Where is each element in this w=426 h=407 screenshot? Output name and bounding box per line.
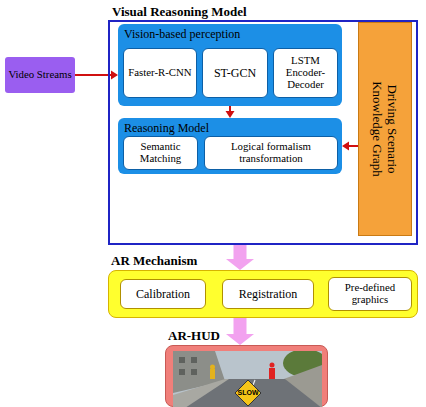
node-text: Calibration bbox=[134, 288, 192, 301]
stage-panel: AR MechanismCalibrationRegistrationPre-d… bbox=[108, 270, 418, 318]
process-box: Faster-R-CNN bbox=[123, 48, 197, 98]
heading-text: Reasoning Model bbox=[124, 121, 209, 135]
node-text: Semantic Matching bbox=[124, 141, 197, 165]
data-arrow bbox=[75, 71, 118, 80]
warning-sign bbox=[235, 380, 261, 406]
flow-arrow bbox=[226, 318, 254, 345]
data-arrow bbox=[342, 142, 358, 151]
window bbox=[191, 357, 197, 363]
node-text: Pre-defined graphics bbox=[329, 282, 411, 306]
window bbox=[179, 369, 185, 375]
window bbox=[179, 357, 185, 363]
heading-text: AR-HUD bbox=[168, 328, 220, 343]
node-text: ST-GCN bbox=[212, 67, 258, 80]
sidewalk bbox=[173, 379, 229, 407]
node-text: Registration bbox=[237, 288, 300, 301]
heading-text: Visual Reasoning Model bbox=[112, 4, 247, 19]
process-box: Logical formalism transformation bbox=[204, 136, 338, 170]
process-box: Pre-defined graphics bbox=[328, 277, 412, 311]
process-box: Calibration bbox=[120, 279, 206, 309]
road bbox=[173, 379, 322, 407]
node-text: Faster-R-CNN bbox=[126, 67, 193, 79]
knowledge-box: Driving Scenario Knowledge Graph bbox=[358, 22, 412, 236]
input-box: Video Streams bbox=[5, 57, 75, 93]
flow-arrow bbox=[226, 245, 254, 270]
pedestrian-head bbox=[270, 363, 275, 368]
pedestrian-body bbox=[269, 368, 275, 379]
group-band: Reasoning ModelSemantic Matching Logical … bbox=[118, 118, 342, 174]
heading-text: AR Mechanism bbox=[111, 253, 197, 268]
node-text: Logical formalism transformation bbox=[205, 141, 337, 165]
display-panel: AR-HUDSLOW bbox=[165, 345, 328, 407]
process-box: Semantic Matching bbox=[123, 136, 198, 170]
process-box: ST-GCN bbox=[202, 48, 268, 98]
node-text: Video Streams bbox=[5, 69, 74, 81]
data-arrow bbox=[226, 106, 235, 118]
highlighted-object bbox=[210, 365, 215, 370]
model-frame: Visual Reasoning ModelVision-based perce… bbox=[108, 20, 418, 245]
sign-text: SLOW bbox=[238, 389, 259, 397]
node-text: LSTM Encoder-Decoder bbox=[274, 55, 337, 90]
road-scene-photo bbox=[173, 351, 322, 407]
group-band: Vision-based perceptionFaster-R-CNN ST-GC… bbox=[118, 24, 342, 106]
process-box: LSTM Encoder-Decoder bbox=[273, 48, 338, 98]
lane-mark bbox=[253, 380, 255, 385]
highlighted-object bbox=[210, 369, 215, 379]
window bbox=[191, 369, 197, 375]
node-text: Driving Scenario Knowledge Graph bbox=[370, 64, 400, 194]
heading-text: Vision-based perception bbox=[124, 27, 240, 41]
process-box: Registration bbox=[222, 279, 314, 309]
